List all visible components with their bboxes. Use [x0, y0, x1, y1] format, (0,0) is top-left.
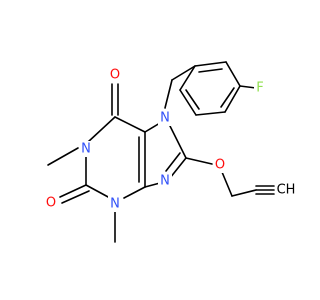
bond-ring-2	[225, 61, 241, 87]
bond-ring-6	[179, 65, 196, 91]
bond-c2-o-double	[59, 184, 87, 198]
atom-n7: N	[160, 111, 170, 126]
bond-o-ch2	[221, 171, 233, 197]
bond-n3-c4	[123, 186, 146, 199]
bond-c-f	[239, 85, 257, 89]
bond-ch2-phenyl	[171, 65, 196, 81]
bond-n7-benzyl-ch2	[164, 79, 173, 109]
bond-ring-1	[194, 61, 227, 67]
atom-terminal-ch: CH	[277, 183, 296, 198]
bond-c2-n3	[85, 184, 111, 199]
bond-n7-c8	[169, 125, 187, 159]
bond-c2-o-double-2	[61, 190, 90, 204]
bond-n1-methyl	[47, 147, 79, 166]
bond-ring-3	[224, 85, 241, 113]
atom-n1: N	[81, 142, 91, 157]
bond-c8-o-ether	[185, 157, 213, 165]
atom-n9: N	[160, 174, 170, 189]
atom-o-carbonyl-left: O	[46, 196, 56, 211]
bond-c8-n9-double	[165, 152, 181, 172]
bond-c8-n9	[169, 157, 187, 179]
atom-n3: N	[110, 197, 120, 212]
bond-c6-c5	[114, 116, 146, 133]
bond-ring-5	[179, 89, 197, 116]
bond-ring-inner-1	[198, 68, 223, 73]
atom-labels: O O O N N N N F CH	[45, 66, 297, 212]
atom-o-carbonyl-top: O	[110, 68, 120, 83]
bond-ring-inner-3	[185, 89, 200, 110]
bond-ch2-c	[231, 189, 257, 197]
bond-c6-n1	[87, 116, 116, 143]
molecule-structure: O O O N N N N F CH	[45, 61, 297, 243]
bond-ring-4	[195, 111, 226, 116]
bond-ring-inner-2	[220, 87, 235, 108]
bond-n9-c4	[144, 182, 161, 188]
bonds	[47, 61, 275, 243]
bond-c5-n7	[144, 122, 161, 133]
atom-o-ether: O	[215, 158, 225, 173]
atom-f: F	[256, 81, 263, 96]
